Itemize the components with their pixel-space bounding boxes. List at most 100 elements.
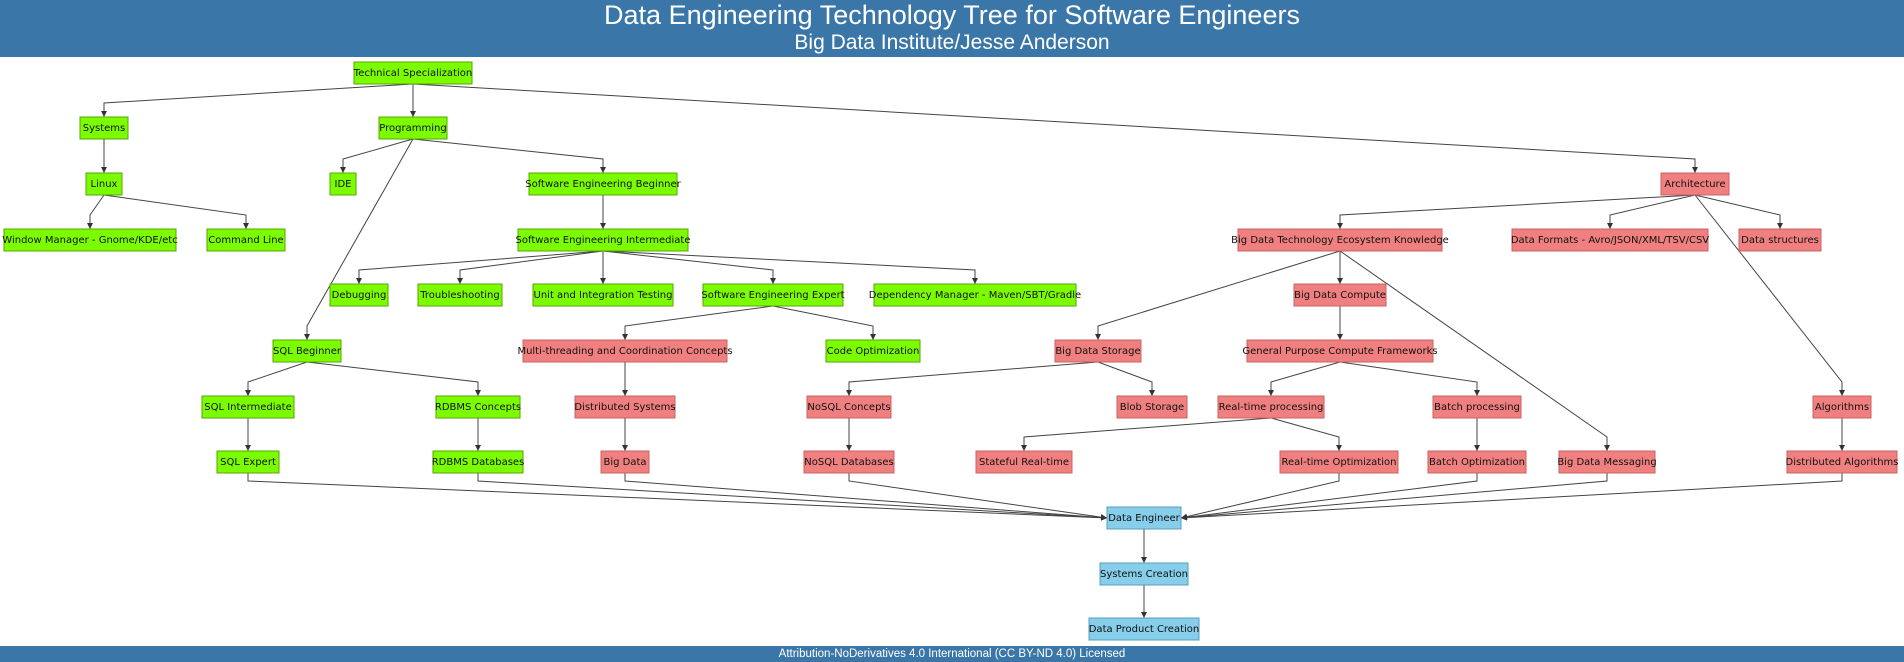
- edge-bd_storage-to-blob_storage: [1097, 361, 1155, 396]
- node-sql-expert: SQL Expert: [216, 450, 280, 474]
- edge-realtime-to-rt_opt: [1270, 417, 1342, 451]
- node-rt-opt: Real-time Optimization: [1279, 450, 1399, 474]
- node-label: Software Engineering Intermediate: [516, 235, 691, 246]
- node-label: Big Data Messaging: [1557, 457, 1656, 468]
- node-label: RDBMS Databases: [432, 457, 525, 468]
- node-box: [272, 339, 342, 363]
- node-label: Batch processing: [1434, 402, 1520, 413]
- node-box: [528, 172, 678, 196]
- node-label: Data Formats - Avro/JSON/XML/TSV/CSV: [1511, 235, 1709, 246]
- edge-bd_eco-to-bd_messaging: [1339, 250, 1610, 451]
- node-box: [1558, 450, 1656, 474]
- node-batch: Batch processing: [1432, 395, 1522, 419]
- edge-architecture-to-data_formats: [1607, 194, 1696, 229]
- node-label: Batch Optimization: [1429, 457, 1525, 468]
- node-box: [1237, 228, 1443, 252]
- edge-architecture-to-algorithms: [1694, 194, 1845, 396]
- node-box: [1432, 395, 1522, 419]
- node-label: Data Product Creation: [1089, 624, 1200, 635]
- node-label: Big Data Compute: [1294, 290, 1386, 301]
- edge-big_data-to-data_engineer: [624, 473, 1108, 521]
- node-box: [574, 395, 676, 419]
- node-box: [806, 395, 892, 419]
- node-dist-algorithms: Distributed Algorithms: [1786, 450, 1898, 474]
- edge-se_inter-to-dep_manager: [602, 250, 978, 284]
- node-box: [825, 339, 921, 363]
- node-sql-inter: SQL Intermediate: [201, 395, 295, 419]
- node-architecture: Architecture: [1660, 172, 1730, 196]
- node-label: Algorithms: [1815, 402, 1869, 413]
- node-box: [1116, 395, 1188, 419]
- node-label: NoSQL Concepts: [807, 402, 890, 413]
- edge-nosql_db-to-data_engineer: [848, 473, 1108, 521]
- node-label: Blob Storage: [1120, 402, 1184, 413]
- edge-gp_compute-to-realtime: [1268, 361, 1341, 396]
- node-bd-compute: Big Data Compute: [1293, 283, 1387, 307]
- node-tech-spec: Technical Specialization: [353, 61, 473, 85]
- node-label: Architecture: [1664, 179, 1725, 190]
- node-box: [201, 395, 295, 419]
- node-data-product: Data Product Creation: [1088, 617, 1200, 641]
- edge-architecture-to-data_structures: [1694, 194, 1783, 229]
- edge-se_inter-to-se_expert: [602, 250, 776, 284]
- node-label: Command Line: [208, 235, 283, 246]
- node-label: Real-time Optimization: [1282, 457, 1397, 468]
- node-box: [532, 283, 674, 307]
- node-box: [600, 450, 650, 474]
- edge-linux-to-cmdline: [103, 194, 249, 229]
- node-box: [432, 450, 524, 474]
- edge-gp_compute-to-batch: [1339, 361, 1480, 396]
- node-bd-eco: Big Data Technology Ecosystem Knowledge: [1231, 228, 1449, 252]
- node-label: RDBMS Concepts: [435, 402, 521, 413]
- node-box: [353, 61, 473, 85]
- edge-realtime-to-stateful_rt: [1021, 417, 1272, 451]
- node-label: Dependency Manager - Maven/SBT/Gradle: [869, 290, 1081, 301]
- node-multithreading: Multi-threading and Coordination Concept…: [517, 339, 733, 363]
- node-bd-storage: Big Data Storage: [1054, 339, 1142, 363]
- node-box: [702, 283, 844, 307]
- node-rdbms-db: RDBMS Databases: [432, 450, 525, 474]
- node-label: Debugging: [332, 290, 387, 301]
- node-label: Big Data Technology Ecosystem Knowledge: [1231, 235, 1449, 246]
- node-label: SQL Beginner: [273, 346, 342, 357]
- edge-dist_algorithms-to-data_engineer: [1180, 473, 1843, 521]
- node-label: Window Manager - Gnome/KDE/etc: [2, 235, 177, 246]
- node-box: [216, 450, 280, 474]
- node-label: IDE: [335, 179, 352, 190]
- node-label: Stateful Real-time: [979, 457, 1069, 468]
- node-label: Code Optimization: [827, 346, 920, 357]
- node-label: Programming: [379, 123, 446, 134]
- node-cmdline: Command Line: [206, 228, 286, 252]
- edge-se_expert-to-multithreading: [622, 305, 774, 340]
- node-dist-systems: Distributed Systems: [574, 395, 676, 419]
- node-box: [1427, 450, 1527, 474]
- node-stateful-rt: Stateful Real-time: [975, 450, 1073, 474]
- edge-bd_messaging-to-data_engineer: [1180, 473, 1608, 521]
- node-box: [1786, 450, 1898, 474]
- node-box: [1217, 395, 1325, 419]
- node-label: Systems: [83, 123, 126, 134]
- node-data-structures: Data structures: [1738, 228, 1822, 252]
- node-label: Systems Creation: [1100, 569, 1188, 580]
- node-label: Linux: [91, 179, 118, 190]
- node-linux: Linux: [85, 172, 123, 196]
- node-label: Technical Specialization: [353, 68, 472, 79]
- node-sql-begin: SQL Beginner: [272, 339, 342, 363]
- node-systems: Systems: [79, 116, 129, 140]
- node-box: [206, 228, 286, 252]
- node-label: Data structures: [1741, 235, 1819, 246]
- node-box: [1511, 228, 1709, 252]
- node-rdbms-concepts: RDBMS Concepts: [435, 395, 521, 419]
- node-label: SQL Intermediate: [204, 402, 292, 413]
- node-se-expert: Software Engineering Expert: [701, 283, 845, 307]
- node-ide: IDE: [329, 172, 357, 196]
- node-troubleshooting: Troubleshooting: [417, 283, 503, 307]
- node-box: [1279, 450, 1399, 474]
- node-big-data: Big Data: [600, 450, 650, 474]
- title-banner: Data Engineering Technology Tree for Sof…: [0, 0, 1904, 57]
- node-unit-testing: Unit and Integration Testing: [532, 283, 674, 307]
- node-systems-creation: Systems Creation: [1099, 562, 1189, 586]
- node-gp-compute: General Purpose Compute Frameworks: [1242, 339, 1438, 363]
